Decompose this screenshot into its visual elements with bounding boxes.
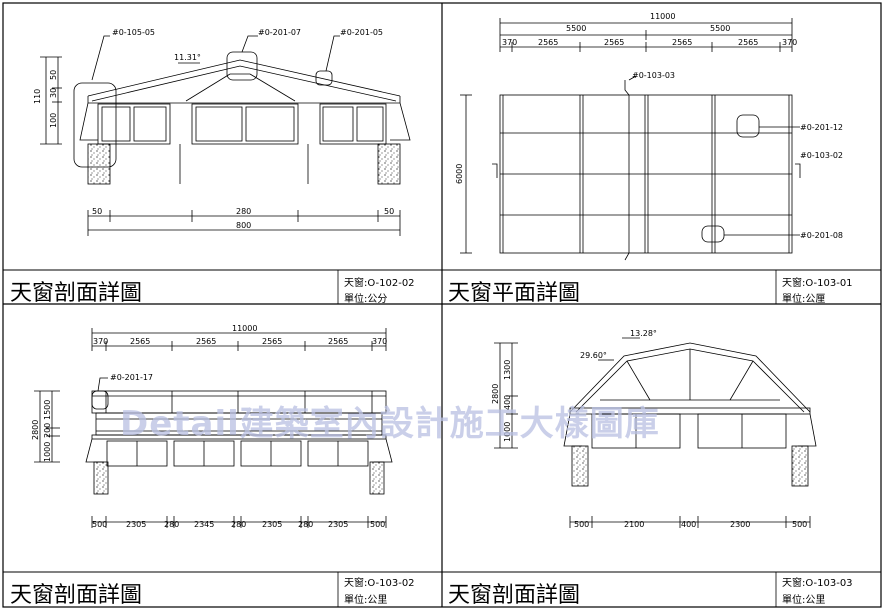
- dim-label: 500: [792, 520, 807, 529]
- dim-label: 500: [370, 520, 385, 529]
- dim-label: 2565: [672, 38, 692, 47]
- panel-2-labels: 11000 5500 5500 370 2565 2565 2565 2565 …: [455, 12, 843, 240]
- dim-label: 50: [49, 70, 58, 80]
- angle-label: 13.28°: [630, 329, 657, 338]
- dim-label: 370: [502, 38, 517, 47]
- panel-4-title: 天窗剖面詳圖: [448, 583, 581, 608]
- callout-label: #0-201-05: [340, 28, 383, 37]
- panel-1-section-drawing: [40, 35, 411, 236]
- dim-label: 2305: [262, 520, 282, 529]
- angle-label: 29.60°: [580, 351, 607, 360]
- dim-label: 2345: [194, 520, 214, 529]
- dim-label: 2565: [738, 38, 758, 47]
- dim-label: 1500: [43, 400, 52, 420]
- dim-label: 5500: [566, 24, 586, 33]
- panel-3-title: 天窗剖面詳圖: [10, 583, 143, 608]
- dim-label: 50: [384, 207, 394, 216]
- dim-label: 500: [574, 520, 589, 529]
- callout-label: #0-103-03: [632, 71, 675, 80]
- callout-label: #0-201-17: [110, 373, 153, 382]
- dim-label: 1300: [503, 360, 512, 380]
- dim-label: 370: [782, 38, 797, 47]
- callout-label: #0-201-12: [800, 123, 843, 132]
- panel-3-unit: 單位:公里: [344, 595, 388, 606]
- callout-label: #0-201-08: [800, 231, 843, 240]
- dim-label: 280: [164, 520, 179, 529]
- dim-label: 500: [92, 520, 107, 529]
- panel-3-section-drawing: [34, 328, 393, 528]
- dim-label: 1000: [43, 442, 52, 462]
- panel-4-section-drawing: [494, 337, 817, 528]
- panel-2-unit: 單位:公厘: [782, 294, 826, 305]
- dim-label: 2100: [624, 520, 644, 529]
- dim-label: 11000: [650, 12, 675, 21]
- dim-label: 200: [43, 423, 52, 438]
- dim-label: 370: [372, 337, 387, 346]
- dim-label: 370: [93, 337, 108, 346]
- dim-label: 400: [503, 395, 512, 410]
- dim-label: 800: [236, 221, 251, 230]
- panel-2-plan-drawing: [460, 18, 801, 261]
- dim-label: 2300: [730, 520, 750, 529]
- angle-label: 11.31°: [174, 53, 201, 62]
- panel-2-title: 天窗平面詳圖: [448, 281, 581, 306]
- panel-3-code: 天窗:O-103-02: [344, 578, 415, 589]
- dim-label: 2800: [491, 384, 500, 404]
- dim-label: 110: [33, 89, 42, 104]
- callout-label: #0-201-07: [258, 28, 301, 37]
- panel-1-code: 天窗:O-102-02: [344, 278, 415, 289]
- dim-label: 2565: [262, 337, 282, 346]
- dim-label: 2565: [604, 38, 624, 47]
- dim-label: 280: [298, 520, 313, 529]
- callout-label: #0-103-02: [800, 151, 843, 160]
- panel-4-code: 天窗:O-103-03: [782, 578, 853, 589]
- dim-label: 2800: [31, 420, 40, 440]
- dim-label: 2305: [126, 520, 146, 529]
- dim-label: 280: [236, 207, 251, 216]
- dim-label: 100: [49, 113, 58, 128]
- dim-label: 280: [231, 520, 246, 529]
- callout-label: #0-105-05: [112, 28, 155, 37]
- dim-label: 50: [92, 207, 102, 216]
- panel-1-labels: #0-105-05 #0-201-07 #0-201-05 11.31° 110…: [33, 28, 394, 230]
- panel-3-labels: 11000 370 2565 2565 2565 2565 370 #0-201…: [31, 324, 387, 529]
- panel-2-code: 天窗:O-103-01: [782, 278, 853, 289]
- dim-label: 6000: [455, 164, 464, 184]
- panel-1-title: 天窗剖面詳圖: [10, 281, 143, 306]
- dim-label: 1000: [503, 422, 512, 442]
- dim-label: 2565: [130, 337, 150, 346]
- panel-4-labels: 13.28° 29.60° 2800 1300 400 1000 500 210…: [491, 329, 807, 529]
- dim-label: 400: [681, 520, 696, 529]
- dim-label: 30: [49, 88, 58, 98]
- dim-label: 11000: [232, 324, 257, 333]
- panel-4-unit: 單位:公里: [782, 595, 826, 606]
- panel-1-unit: 單位:公分: [344, 294, 388, 305]
- dim-label: 2305: [328, 520, 348, 529]
- dim-label: 2565: [196, 337, 216, 346]
- dim-label: 2565: [538, 38, 558, 47]
- dim-label: 5500: [710, 24, 730, 33]
- dim-label: 2565: [328, 337, 348, 346]
